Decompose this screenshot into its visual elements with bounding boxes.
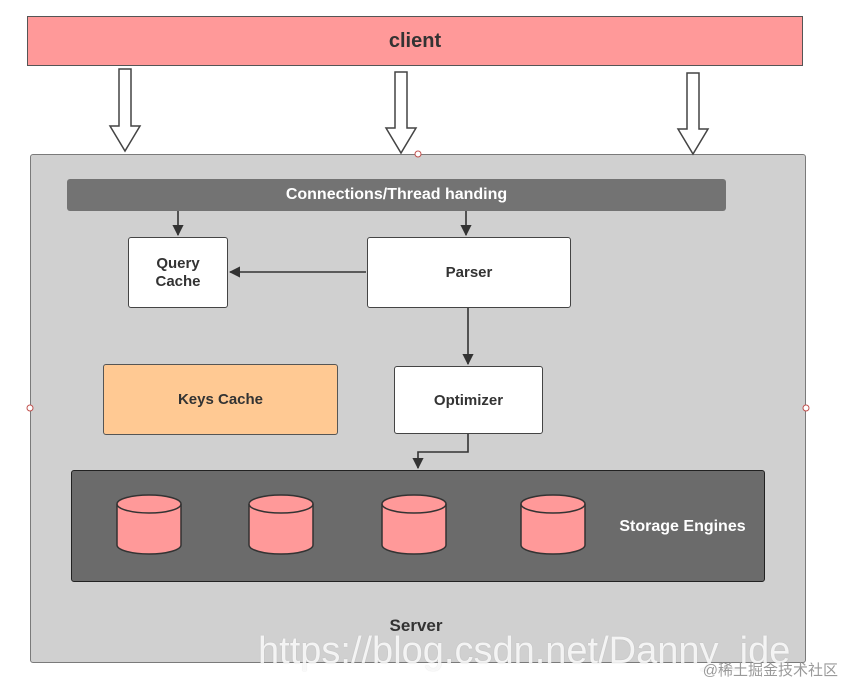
client-box: client [27,16,803,66]
parser-box: Parser [367,237,571,308]
storage-engines-label: Storage Engines [619,518,746,535]
query-cache-box: Query Cache [128,237,228,308]
optimizer-box: Optimizer [394,366,543,434]
optimizer-label: Optimizer [433,391,504,409]
connections-label: Connections/Thread handing [285,186,508,203]
keys-cache-label: Keys Cache [177,391,264,408]
database-cylinder-icon [248,494,314,555]
connections-thread-bar: Connections/Thread handing [67,179,726,211]
watermark-url: https://blog.csdn.net/Danny_ide [258,630,791,672]
watermark-site: @稀土掘金技术社区 [702,662,838,679]
database-cylinder-icon [381,494,447,555]
client-arrow-right [676,72,710,156]
arrow-optimizer-to-storage [412,434,469,470]
client-label: client [388,29,442,52]
handle-top [414,150,422,158]
client-arrow-left [108,68,142,153]
database-cylinder-icon [116,494,182,555]
parser-label: Parser [445,264,493,281]
server-label: Server [389,616,443,635]
keys-cache-box: Keys Cache [103,364,338,435]
client-arrow-middle [384,71,418,155]
handle-right [802,404,810,412]
handle-left [26,404,34,412]
database-cylinder-icon [520,494,586,555]
query-cache-label: Query Cache [155,254,201,290]
